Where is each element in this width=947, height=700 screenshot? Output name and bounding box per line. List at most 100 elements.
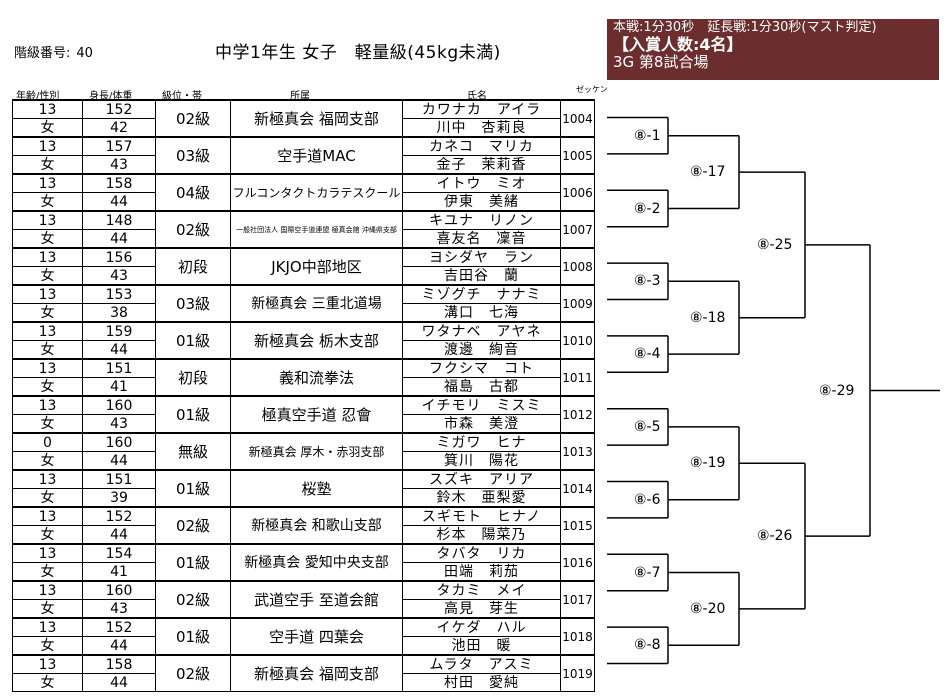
entry-rank: 01級 <box>155 543 231 582</box>
col-club: 所属 <box>290 91 310 102</box>
entry-club: 義和流拳法 <box>230 358 403 397</box>
entry-name-kana: フクシマ コト <box>402 358 561 378</box>
entry-name-kanji: 箕川 陽花 <box>402 451 561 471</box>
match-label-round2: ⑧-17 <box>688 164 728 181</box>
class-number-value: 40 <box>76 46 93 61</box>
entry-zekken: 1011 <box>560 358 595 397</box>
entry-height: 156 <box>82 247 156 267</box>
match-label-round2: ⑧-18 <box>688 309 728 326</box>
entry-age: 13 <box>12 543 83 563</box>
entry-rank: 02級 <box>155 580 231 619</box>
entry-age: 13 <box>12 506 83 526</box>
entry-name-kana: スズキ アリア <box>402 469 561 489</box>
entry-club: 新極真会 福岡支部 <box>230 654 403 692</box>
entry-club: 新極真会 愛知中央支部 <box>230 543 403 582</box>
match-label-round1: ⑧-3 <box>632 273 663 290</box>
entry-name-kana: キユナ リノン <box>402 210 561 230</box>
entry-name-kana: カネコ マリカ <box>402 136 561 156</box>
entry-sex: 女 <box>12 414 83 434</box>
entry-name-kanji: 杉本 陽菜乃 <box>402 525 561 545</box>
entry-weight: 43 <box>82 599 156 619</box>
entry-name-kana: ミゾグチ ナナミ <box>402 284 561 304</box>
award-count: 【入賞人数:4名】 <box>613 34 743 54</box>
entry-zekken: 1016 <box>560 543 595 582</box>
match-label-round1: ⑧-6 <box>632 491 663 508</box>
entry-club: 新極真会 和歌山支部 <box>230 506 403 545</box>
entry-height: 148 <box>82 210 156 230</box>
entry-rank: 02級 <box>155 654 231 692</box>
match-label-round2: ⑧-20 <box>688 600 728 617</box>
entry-club: 空手道 四葉会 <box>230 617 403 656</box>
entry-rank: 無級 <box>155 432 231 471</box>
entry-club: 極真空手道 忍會 <box>230 395 403 434</box>
entry-club: 桜塾 <box>230 469 403 508</box>
match-label-round2: ⑧-19 <box>688 455 728 472</box>
match-label-round1: ⑧-8 <box>632 637 663 654</box>
match-label-semifinal: ⑧-26 <box>755 528 795 545</box>
entry-club: 空手道MAC <box>230 136 403 175</box>
entry-height: 160 <box>82 432 156 452</box>
entry-age: 13 <box>12 173 83 193</box>
match-info-box: 本戦:1分30秒 延長戦:1分30秒(マスト判定) 【入賞人数:4名】 3G 第… <box>607 19 939 80</box>
entry-name-kana: イトウ ミオ <box>402 173 561 193</box>
entry-sex: 女 <box>12 303 83 323</box>
entry-age: 13 <box>12 358 83 378</box>
entry-name-kanji: 鈴木 亜梨愛 <box>402 488 561 508</box>
entry-name-kanji: 市森 美澄 <box>402 414 561 434</box>
entry-weight: 44 <box>82 192 156 212</box>
entry-name-kana: カワナカ アイラ <box>402 99 561 119</box>
entry-sex: 女 <box>12 673 83 692</box>
entry-zekken: 1005 <box>560 136 595 175</box>
entry-name-kanji: 村田 愛純 <box>402 673 561 692</box>
page-title: 中学1年生 女子 軽量級(45kg未満) <box>215 43 501 63</box>
entry-name-kana: イケダ ハル <box>402 617 561 637</box>
entry-zekken: 1004 <box>560 99 595 138</box>
entry-height: 153 <box>82 284 156 304</box>
entry-name-kanji: 川中 杏莉良 <box>402 118 561 138</box>
match-label-round1: ⑧-7 <box>632 564 663 581</box>
class-number-label: 階級番号: <box>14 46 71 61</box>
entry-rank: 初段 <box>155 247 231 286</box>
match-label-round1: ⑧-4 <box>632 346 663 363</box>
entry-name-kanji: 吉田谷 蘭 <box>402 266 561 286</box>
entry-rank: 01級 <box>155 469 231 508</box>
entry-name-kana: ムラタ アスミ <box>402 654 561 674</box>
entry-weight: 44 <box>82 636 156 656</box>
entry-age: 13 <box>12 99 83 119</box>
entry-club: 新極真会 厚木・赤羽支部 <box>230 432 403 471</box>
entry-club: 武道空手 至道会館 <box>230 580 403 619</box>
entry-weight: 39 <box>82 488 156 508</box>
court-info: 3G 第8試合場 <box>613 53 709 72</box>
col-zekken: ゼッケン <box>576 85 608 94</box>
entry-rank: 02級 <box>155 99 231 138</box>
entry-weight: 41 <box>82 377 156 397</box>
match-label-round1: ⑧-1 <box>632 127 663 144</box>
entry-sex: 女 <box>12 451 83 471</box>
entry-zekken: 1010 <box>560 321 595 360</box>
entry-zekken: 1018 <box>560 617 595 656</box>
entry-name-kanji: 喜友名 凜音 <box>402 229 561 249</box>
entry-club: 新極真会 栃木支部 <box>230 321 403 360</box>
entry-height: 151 <box>82 358 156 378</box>
match-rules: 本戦:1分30秒 延長戦:1分30秒(マスト判定) <box>613 20 877 35</box>
